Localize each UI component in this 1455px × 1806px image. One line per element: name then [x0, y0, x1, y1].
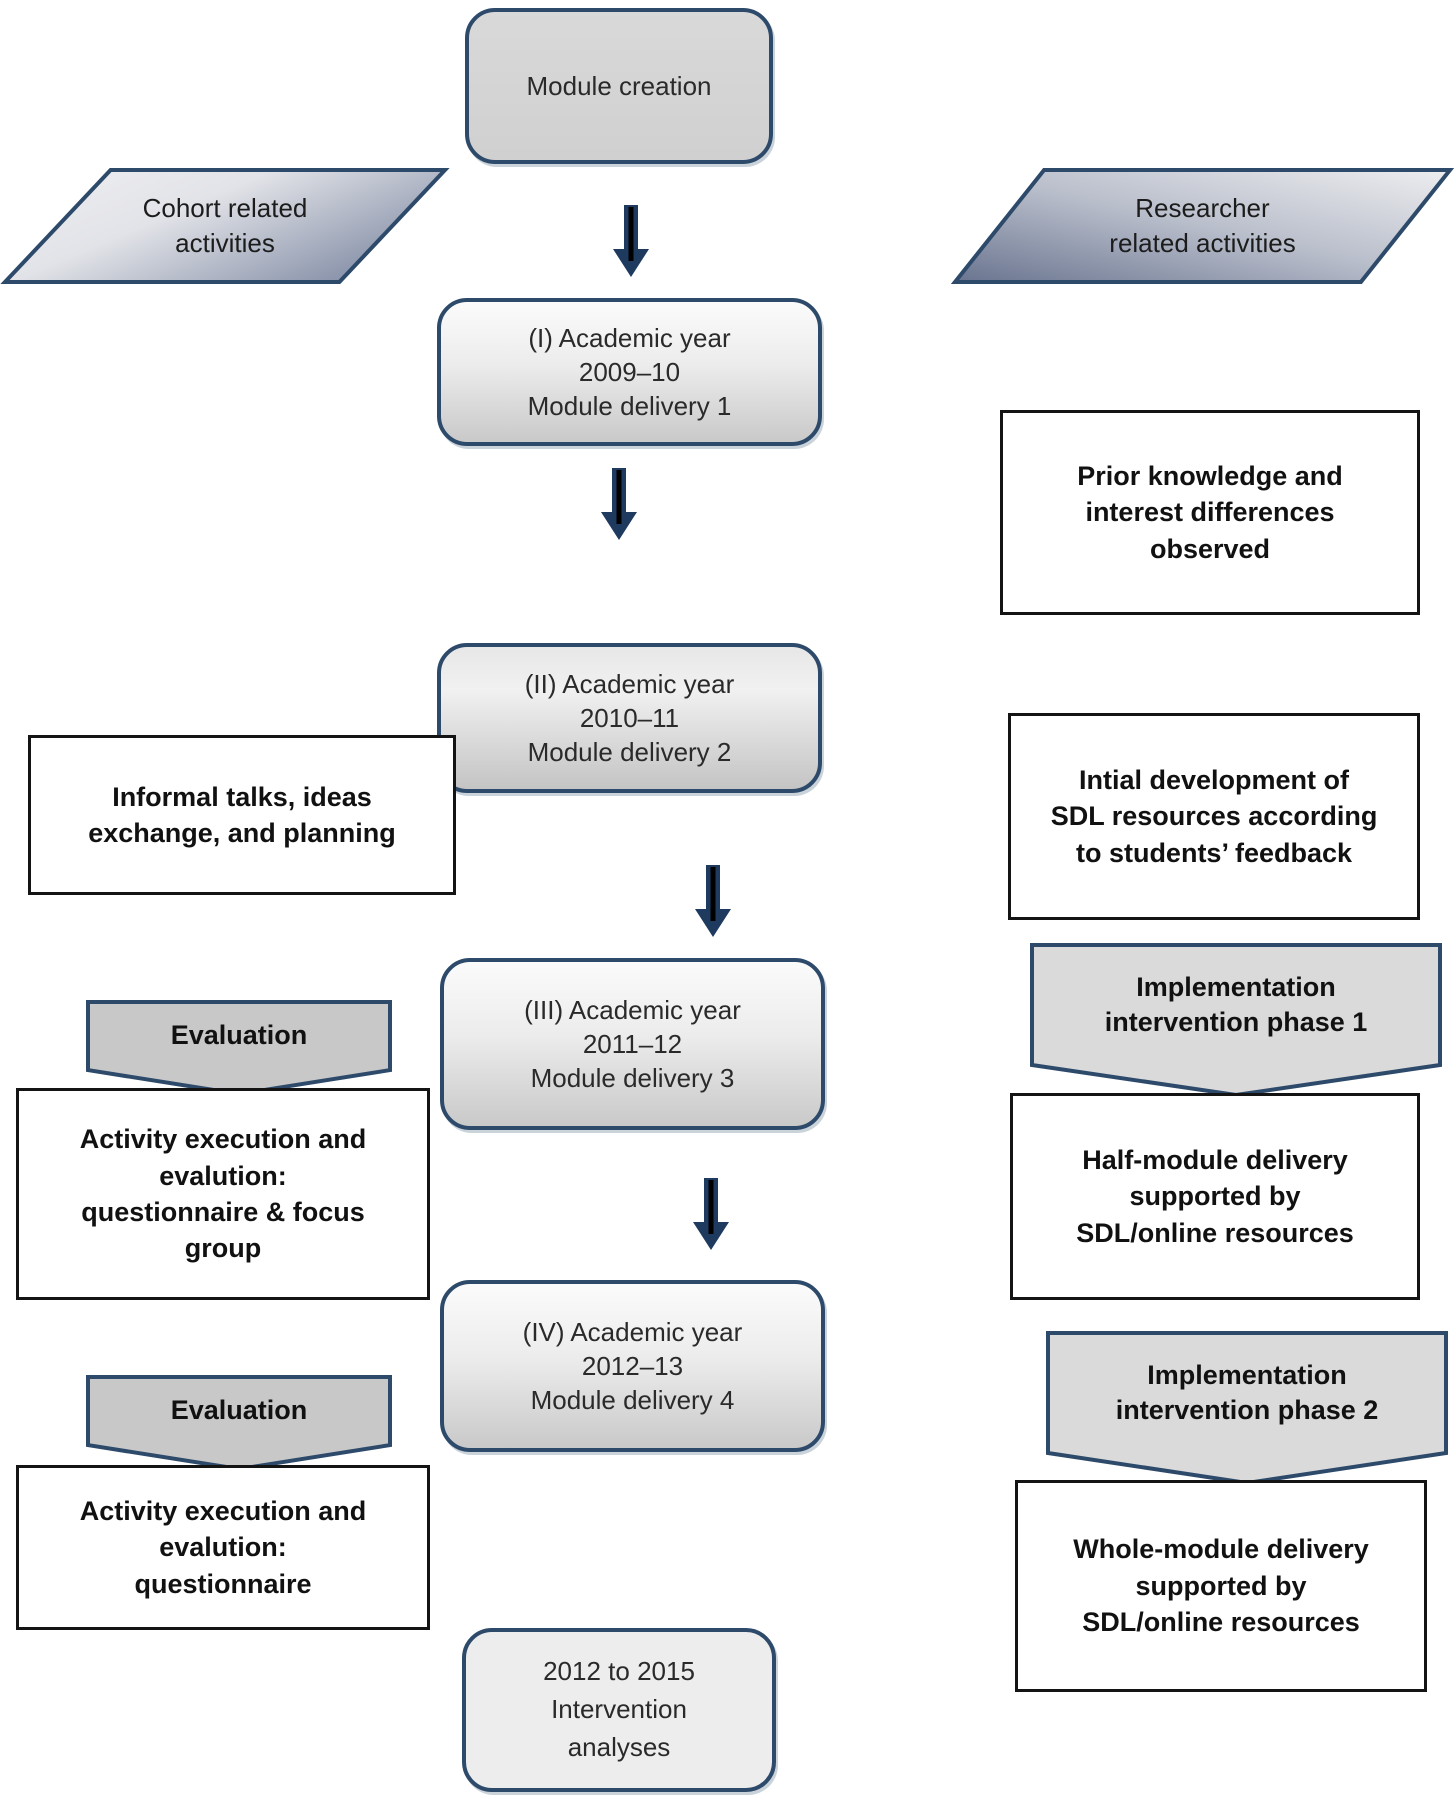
evaluation-banner-1: Evaluation [88, 1002, 390, 1094]
down-arrow-4 [693, 1178, 729, 1250]
activity-eval-2-label: Activity execution and evalution: questi… [79, 1495, 367, 1599]
analyses-box: 2012 to 2015 Intervention analyses [462, 1628, 776, 1792]
module-creation-box: Module creation [465, 8, 773, 164]
down-arrow-2 [601, 468, 637, 540]
year2-box: (II) Academic year 2010–11 Module delive… [437, 643, 822, 793]
year1-box: (I) Academic year 2009–10 Module deliver… [437, 298, 822, 446]
researcher-lane-label: Researcher related activities [1109, 192, 1296, 258]
down-arrow-3 [695, 865, 731, 937]
down-arrow-1 [613, 205, 649, 277]
implementation-phase-2-banner: Implementation intervention phase 2 [1048, 1333, 1446, 1483]
initial-development-label: Intial development of SDL resources acco… [1050, 764, 1378, 868]
informal-talks-box: Informal talks, ideas exchange, and plan… [28, 735, 456, 895]
implementation-phase-1-banner: Implementation intervention phase 1 [1032, 945, 1440, 1095]
evaluation-1-label: Evaluation [170, 1020, 308, 1051]
evaluation-banner-2: Evaluation [88, 1377, 390, 1469]
half-module-label: Half-module delivery supported by SDL/on… [1076, 1144, 1354, 1248]
prior-knowledge-label: Prior knowledge and interest differences… [1077, 460, 1343, 564]
prior-knowledge-box: Prior knowledge and interest differences… [1000, 410, 1420, 615]
cohort-lane-parallelogram: Cohort related activities [5, 170, 445, 282]
cohort-lane-label: Cohort related activities [142, 192, 308, 258]
year1-label: (I) Academic year 2009–10 Module deliver… [527, 322, 732, 422]
initial-development-box: Intial development of SDL resources acco… [1008, 713, 1420, 920]
whole-module-label: Whole-module delivery supported by SDL/o… [1073, 1534, 1369, 1638]
year3-label: (III) Academic year 2011–12 Module deliv… [524, 994, 741, 1094]
researcher-lane-parallelogram: Researcher related activities [955, 170, 1450, 282]
whole-module-box: Whole-module delivery supported by SDL/o… [1015, 1480, 1427, 1692]
banner-shape [88, 1002, 390, 1094]
half-module-box: Half-module delivery supported by SDL/on… [1010, 1093, 1420, 1300]
parallelogram-shape [955, 170, 1450, 282]
year4-label: (IV) Academic year 2012–13 Module delive… [522, 1316, 743, 1416]
banner-shape [88, 1377, 390, 1469]
activity-eval-2-box: Activity execution and evalution: questi… [16, 1465, 430, 1630]
implementation-phase-1-label: Implementation intervention phase 1 [1104, 971, 1368, 1037]
banner-shape [1048, 1333, 1446, 1483]
analyses-label: 2012 to 2015 Intervention analyses [543, 1656, 695, 1762]
year4-box: (IV) Academic year 2012–13 Module delive… [440, 1280, 825, 1452]
year3-box: (III) Academic year 2011–12 Module deliv… [440, 958, 825, 1130]
year2-label: (II) Academic year 2010–11 Module delive… [524, 668, 735, 768]
banner-shape [1032, 945, 1440, 1095]
evaluation-2-label: Evaluation [170, 1395, 308, 1426]
activity-eval-1-box: Activity execution and evalution: questi… [16, 1088, 430, 1300]
implementation-phase-2-label: Implementation intervention phase 2 [1115, 1359, 1379, 1425]
activity-eval-1-label: Activity execution and evalution: questi… [79, 1124, 367, 1264]
parallelogram-shape [5, 170, 445, 282]
informal-talks-label: Informal talks, ideas exchange, and plan… [88, 781, 396, 848]
module-creation-label: Module creation [526, 70, 712, 101]
